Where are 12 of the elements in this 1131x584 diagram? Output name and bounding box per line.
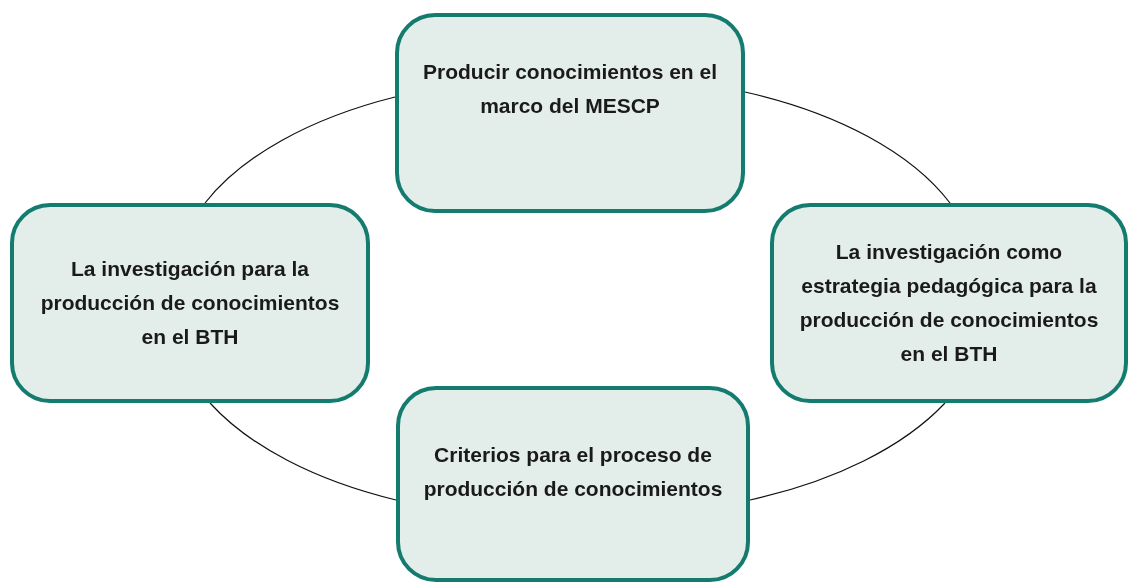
rounded-box — [10, 203, 370, 403]
connector-arc — [749, 402, 946, 501]
box-text: La investigación como estrategia pedagógica para la producción de conocimientos en el BTH — [798, 239, 1100, 367]
connector-arc — [209, 402, 397, 501]
connector-arc — [204, 96, 396, 204]
box-text: Criterios para el proceso de producción de conocimientos — [422, 442, 724, 502]
box-text: Producir conocimientos en el marco del MESCP — [421, 59, 719, 119]
rounded-box — [396, 386, 750, 582]
rounded-box — [770, 203, 1128, 403]
connector-arc — [744, 91, 951, 204]
box-text: La investigación para la producción de conocimientos en el BTH — [39, 256, 341, 350]
rounded-box — [395, 13, 745, 213]
